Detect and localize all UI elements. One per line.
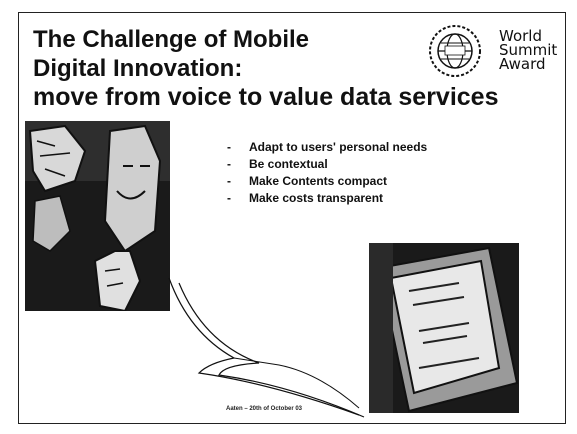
bullet-text-3: Make Contents compact [249,174,388,188]
logo-word-1: World [499,27,542,45]
bullet-text-1: Adapt to users' personal needs [249,140,428,154]
mobile-phone-photo [369,243,519,413]
bullet-list: - Adapt to users' personal needs - Be cont… [227,139,427,207]
title-line-1: The Challenge of Mobile [33,26,310,53]
logo-word-2: Summit [499,41,558,59]
presentation-slide: The Challenge of Mobile Digital Innovati… [18,12,566,424]
people-photo [25,121,170,311]
globe-logo-icon [429,25,481,77]
bullet-text-2: Be contextual [249,157,328,171]
slide-footer: Aaten – 20th of October 03 [226,406,303,412]
bullet-item-2: - Be contextual [227,156,427,173]
bullet-item-4: - Make costs transparent [227,190,427,207]
bullet-marker: - [227,174,231,188]
bullet-marker: - [227,157,231,171]
slide-title: The Challenge of Mobile Digital Innovati… [33,25,553,112]
bullet-marker: - [227,191,231,205]
title-line-3: move from voice to value data services [33,83,499,111]
bullet-marker: - [227,140,231,154]
world-summit-award-logo: World Summit Award [411,23,561,79]
logo-word-3: Award [499,55,546,73]
logo-wordmark: World Summit Award [499,27,558,73]
bullet-item-3: - Make Contents compact [227,173,427,190]
bullet-item-1: - Adapt to users' personal needs [227,139,427,156]
title-line-2: Digital Innovation: [33,55,243,82]
bullet-text-4: Make costs transparent [249,191,384,205]
